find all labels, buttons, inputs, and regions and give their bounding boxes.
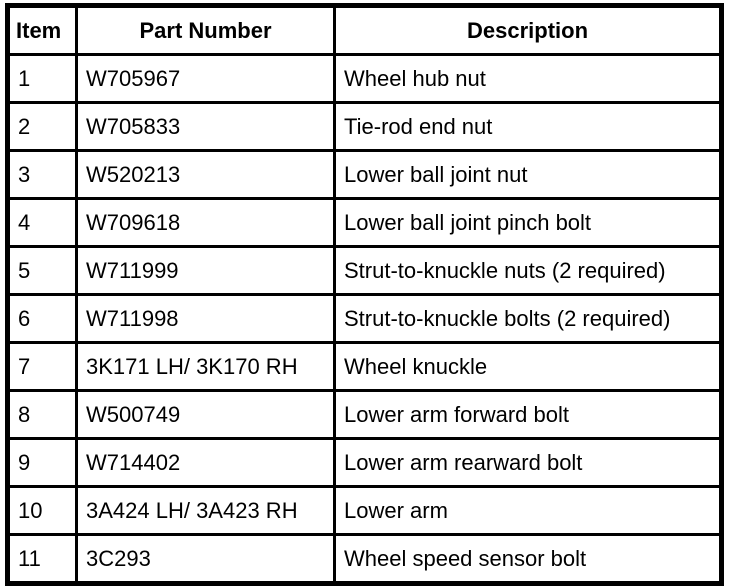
description-cell: Strut-to-knuckle nuts (2 required): [333, 245, 723, 296]
description-cell: Wheel speed sensor bolt: [333, 533, 723, 585]
col-header-item: Item: [6, 4, 78, 56]
item-cell: 8: [6, 389, 78, 440]
item-cell: 2: [6, 101, 78, 152]
table-row: 10 3A424 LH/ 3A423 RH Lower arm: [6, 485, 723, 536]
item-cell: 4: [6, 197, 78, 248]
part-number-cell: W520213: [75, 149, 336, 200]
description-cell: Wheel hub nut: [333, 53, 723, 104]
description-cell: Wheel knuckle: [333, 341, 723, 392]
part-number-cell: 3C293: [75, 533, 336, 585]
item-cell: 1: [6, 53, 78, 104]
part-number-cell: 3A424 LH/ 3A423 RH: [75, 485, 336, 536]
parts-table: Item Part Number Description 1 W705967 W…: [5, 3, 724, 586]
col-header-description: Description: [333, 4, 723, 56]
description-cell: Lower arm rearward bolt: [333, 437, 723, 488]
item-cell: 5: [6, 245, 78, 296]
col-header-part-number: Part Number: [75, 4, 336, 56]
table-row: 3 W520213 Lower ball joint nut: [6, 149, 723, 200]
part-number-cell: W709618: [75, 197, 336, 248]
item-cell: 7: [6, 341, 78, 392]
table-row: 7 3K171 LH/ 3K170 RH Wheel knuckle: [6, 341, 723, 392]
description-cell: Lower ball joint nut: [333, 149, 723, 200]
item-cell: 9: [6, 437, 78, 488]
part-number-cell: W705833: [75, 101, 336, 152]
part-number-cell: W714402: [75, 437, 336, 488]
description-cell: Lower arm: [333, 485, 723, 536]
item-cell: 10: [6, 485, 78, 536]
table-row: 5 W711999 Strut-to-knuckle nuts (2 requi…: [6, 245, 723, 296]
table-row: 9 W714402 Lower arm rearward bolt: [6, 437, 723, 488]
description-cell: Lower ball joint pinch bolt: [333, 197, 723, 248]
table-row: 8 W500749 Lower arm forward bolt: [6, 389, 723, 440]
description-cell: Strut-to-knuckle bolts (2 required): [333, 293, 723, 344]
item-cell: 6: [6, 293, 78, 344]
table-row: 11 3C293 Wheel speed sensor bolt: [6, 533, 723, 585]
description-cell: Tie-rod end nut: [333, 101, 723, 152]
table-header-row: Item Part Number Description: [6, 4, 723, 56]
part-number-cell: W711999: [75, 245, 336, 296]
table-row: 2 W705833 Tie-rod end nut: [6, 101, 723, 152]
part-number-cell: 3K171 LH/ 3K170 RH: [75, 341, 336, 392]
table-row: 1 W705967 Wheel hub nut: [6, 53, 723, 104]
table-row: 6 W711998 Strut-to-knuckle bolts (2 requ…: [6, 293, 723, 344]
table-row: 4 W709618 Lower ball joint pinch bolt: [6, 197, 723, 248]
part-number-cell: W705967: [75, 53, 336, 104]
part-number-cell: W711998: [75, 293, 336, 344]
item-cell: 11: [6, 533, 78, 585]
part-number-cell: W500749: [75, 389, 336, 440]
item-cell: 3: [6, 149, 78, 200]
description-cell: Lower arm forward bolt: [333, 389, 723, 440]
